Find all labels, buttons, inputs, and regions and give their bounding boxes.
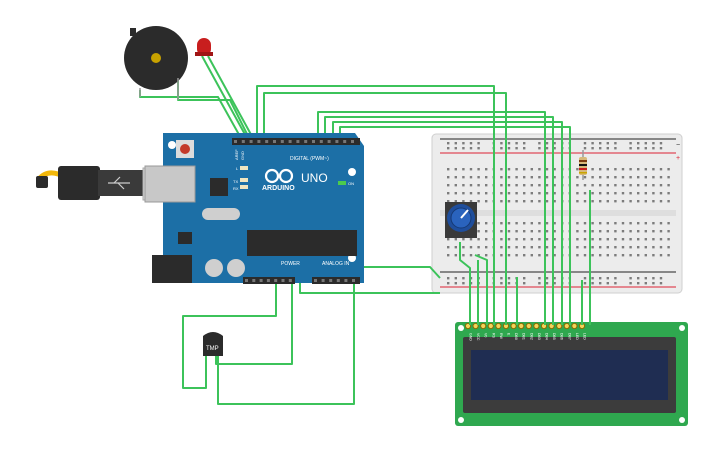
l-label: L	[236, 166, 239, 171]
lcd-pin[interactable]	[556, 322, 563, 330]
arduino-logo-icon	[264, 168, 294, 184]
usb-port[interactable]	[144, 165, 196, 203]
lcd-pin[interactable]	[525, 322, 532, 330]
arduino-model: UNO	[301, 171, 328, 185]
lcd-pin-label: RS	[491, 333, 495, 339]
on-label: ON	[348, 181, 354, 186]
wire	[201, 55, 249, 141]
wire	[324, 116, 554, 325]
wire	[215, 280, 293, 365]
arduino-uno-board[interactable]: ARDUINO UNO DIGITAL (PWM~) POWER ANALOG …	[144, 133, 364, 284]
wire	[182, 280, 277, 389]
lcd-pin-label: LED	[575, 333, 579, 340]
breadboard-rail-minus: −	[676, 142, 680, 149]
gnd-label: GND	[240, 151, 245, 160]
power-jack[interactable]	[152, 255, 192, 283]
potentiometer[interactable]	[445, 202, 477, 238]
wire	[317, 111, 546, 325]
resistor[interactable]	[579, 150, 587, 180]
wire	[263, 92, 507, 325]
wire	[207, 55, 255, 141]
lcd-pin-label: VCC	[476, 333, 480, 341]
lcd-pin[interactable]	[518, 322, 525, 330]
lcd-pin-label: E	[507, 333, 511, 336]
lcd-pin-label: GND	[469, 333, 473, 341]
piezo-buzzer[interactable]	[124, 26, 188, 100]
wire	[459, 242, 471, 325]
temp-sensor-label: TMP	[206, 346, 219, 352]
lcd-pin-label: DB2	[529, 333, 533, 340]
temperature-sensor[interactable]: TMP	[203, 332, 223, 356]
breadboard-rail-plus: +	[676, 155, 680, 162]
lcd-pin[interactable]	[480, 322, 487, 330]
wire	[139, 90, 243, 141]
lcd-pin[interactable]	[563, 322, 570, 330]
lcd-pin[interactable]	[472, 322, 479, 330]
aref-label: AREF	[234, 149, 239, 160]
reset-button[interactable]	[176, 140, 194, 158]
tx-label: TX	[233, 179, 238, 184]
wire	[360, 266, 441, 279]
lcd-pin-label: DB5	[552, 333, 556, 340]
lcd-pin-label: RW	[499, 333, 503, 339]
lcd-pin-label: V0	[484, 333, 488, 337]
wire	[474, 254, 488, 325]
lcd-screen	[471, 350, 668, 400]
analog-label: ANALOG IN	[322, 261, 350, 267]
lcd-pin[interactable]	[510, 322, 517, 330]
digital-label: DIGITAL (PWM~)	[290, 156, 329, 162]
lcd-pin[interactable]	[487, 322, 494, 330]
lcd-pin[interactable]	[533, 322, 540, 330]
rx-label: RX	[233, 186, 239, 191]
lcd-pin-label: DB0	[514, 333, 518, 340]
wire	[299, 280, 440, 294]
red-led[interactable]	[195, 38, 213, 56]
wire	[217, 280, 355, 405]
atmega-chip	[247, 230, 357, 256]
lcd-pin-label: LED	[583, 333, 587, 340]
lcd-pin-label: DB7	[567, 333, 571, 340]
wire	[332, 121, 563, 325]
wire	[177, 76, 251, 141]
power-label: POWER	[281, 261, 300, 267]
arduino-brand: ARDUINO	[262, 185, 295, 192]
lcd-pin-label: DB3	[537, 333, 541, 340]
usb-icon	[108, 176, 130, 190]
lcd-pin[interactable]	[571, 322, 578, 330]
lcd-pin[interactable]	[495, 322, 502, 330]
wire	[256, 85, 495, 325]
lcd-pin-label: DB4	[545, 333, 549, 340]
lcd-pin-label: DB6	[560, 333, 564, 340]
lcd-pin-label: DB1	[522, 333, 526, 340]
